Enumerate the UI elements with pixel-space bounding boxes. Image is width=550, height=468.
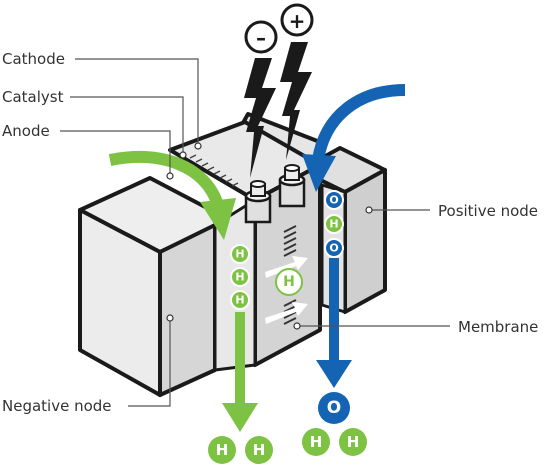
svg-text:H: H [235,294,244,307]
svg-text:O: O [329,194,338,207]
lightning-bolt-icon [244,58,276,178]
label-negative-node: Negative node [2,397,112,415]
svg-text:H: H [253,441,266,459]
lightning-bolt-icon [280,42,312,160]
hydrogen-output-atom: H [339,428,367,456]
label-positive-node: Positive node [438,202,538,220]
label-cathode: Cathode [2,50,65,68]
leader-cathode [75,58,202,150]
svg-text:O: O [327,398,341,418]
svg-text:H: H [347,433,360,451]
ion-flow-arrows [265,256,308,324]
oxygen-output-atom: O [318,392,350,424]
svg-text:H: H [329,218,338,231]
hydrogen-atom: H [230,267,250,287]
svg-text:H: H [216,441,229,459]
leader-positive-node [365,206,430,214]
plus-sign: + [289,9,306,33]
hydrogen-output-atom: H [245,436,273,464]
svg-text:H: H [235,248,244,261]
hydrogen-ion: H [275,268,303,296]
hydrogen-outflow-arrowhead [222,403,258,432]
svg-text:O: O [329,242,338,255]
label-membrane: Membrane [458,318,538,336]
hydrogen-atom: H [324,214,344,234]
leader-anode [60,130,174,180]
hydrogen-output-atom: H [302,428,330,456]
negative-terminal-sign: – [244,20,278,54]
oxygen-inflow-arrowhead [302,154,336,192]
label-anode: Anode [2,122,50,140]
hydrogen-atom: H [230,290,250,310]
hydrogen-inflow-arrow [108,151,224,208]
oxygen-atom: O [324,238,344,258]
leader-negative-node [128,314,174,407]
hydrogen-output-atom: H [208,436,236,464]
label-catalyst: Catalyst [2,88,64,106]
svg-text:H: H [283,274,295,290]
oxygen-atom: O [324,190,344,210]
svg-text:H: H [310,433,323,451]
oxygen-inflow-arrow [312,84,406,162]
leader-membrane [293,322,450,330]
anode-plate [78,176,257,397]
catalyst-grid [189,154,239,187]
leader-catalyst [70,96,187,159]
svg-text:H: H [235,271,244,284]
positive-terminal-sign: + [280,3,314,37]
oxygen-outflow-arrowhead [316,360,352,388]
minus-sign: – [256,26,266,50]
terminal-negative [244,180,272,224]
terminal-positive [278,164,306,208]
hydrogen-atom: H [230,244,250,264]
hydrogen-inflow-arrowhead [200,198,236,240]
